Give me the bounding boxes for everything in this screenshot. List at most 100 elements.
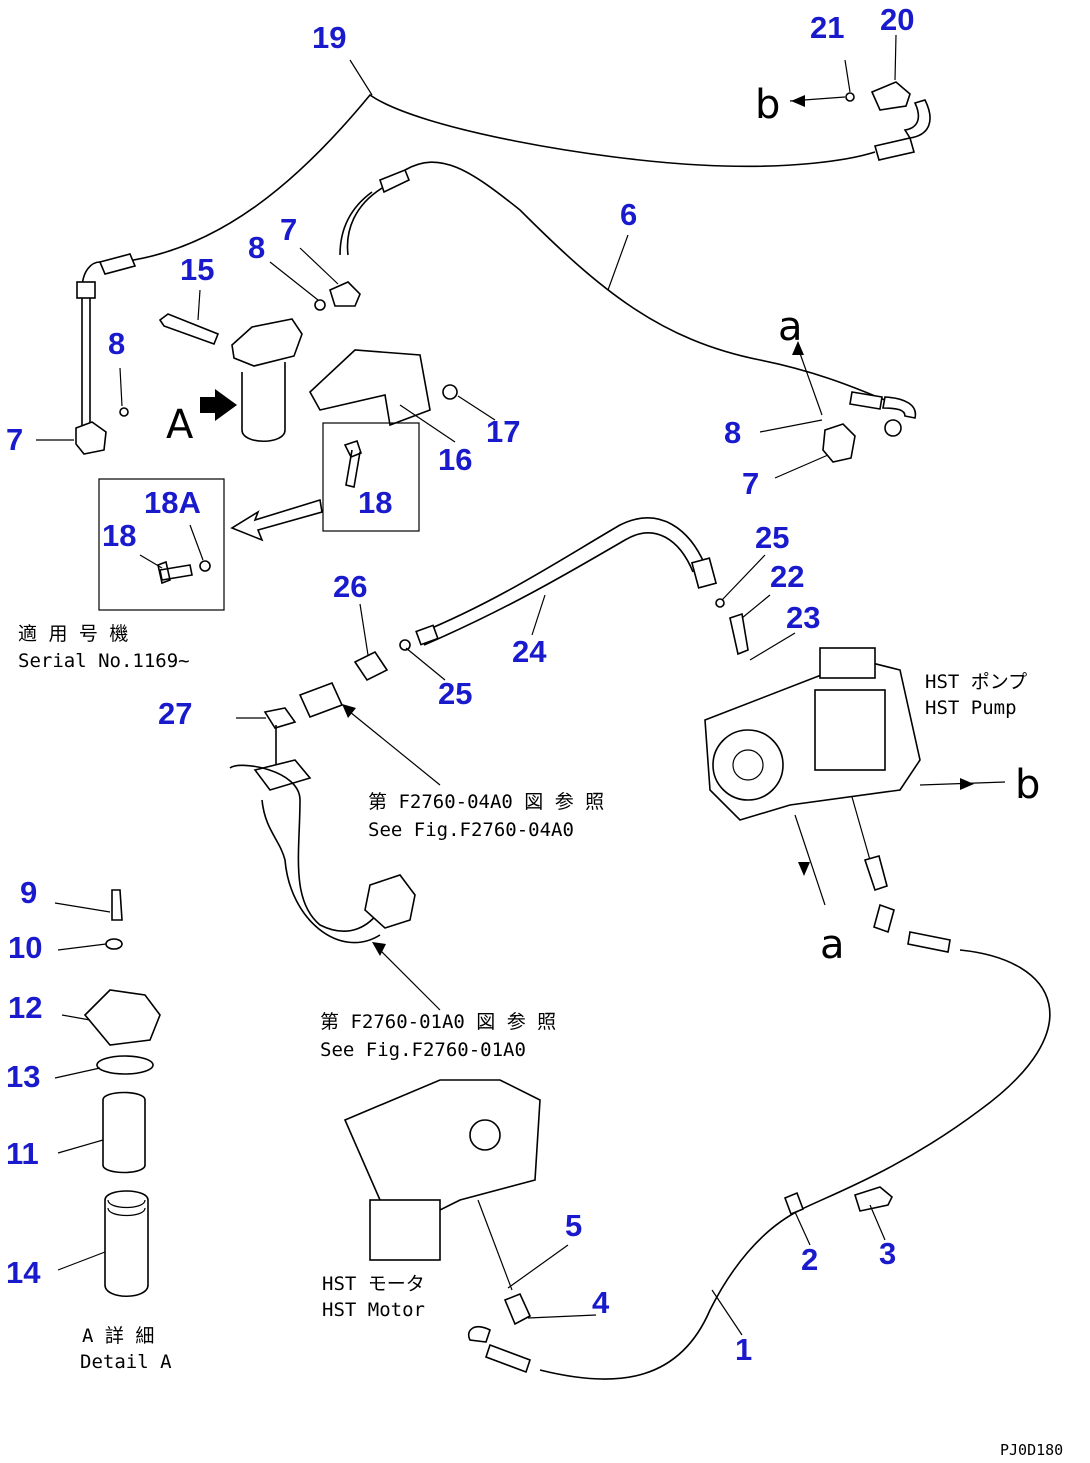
fig-ref2-en: See Fig.F2760-01A0 [320, 1039, 526, 1061]
callout-15: 15 [180, 252, 214, 287]
arrowhead-ref2 [372, 942, 386, 956]
bracket-16 [308, 349, 431, 427]
hose-1-elbow-top [873, 903, 895, 934]
leader-21 [844, 59, 851, 93]
leader-20 [894, 34, 897, 81]
serial-label-jp: 適 用 号 機 [18, 623, 128, 645]
leader-23 [749, 632, 796, 661]
callout-23: 23 [786, 600, 820, 635]
arrowhead-a-bottom [798, 862, 810, 876]
leader-18-detail [139, 554, 163, 569]
callout-8-c: 8 [724, 415, 741, 450]
callout-16: 16 [438, 442, 472, 477]
pipe-elbow-right [903, 99, 931, 139]
callout-21: 21 [810, 10, 844, 45]
oring-13 [96, 1055, 154, 1075]
leader-a-bottom [794, 814, 826, 906]
callout-10: 10 [8, 930, 42, 965]
box-18 [322, 422, 420, 532]
hose-1 [539, 949, 1051, 1380]
pump-valve-block [814, 689, 886, 771]
plug-9 [111, 889, 123, 921]
fitting-27 [263, 707, 297, 729]
leader-8c [759, 419, 823, 433]
motor-lower-block [369, 1199, 441, 1261]
marker-a-bottom: a [820, 922, 845, 968]
fitting-26 [353, 650, 389, 682]
filter-head [231, 318, 303, 367]
oring-25-upper [715, 598, 725, 608]
arrow-view-A [200, 389, 237, 421]
fitting-8-top [314, 299, 326, 311]
case-14-rings [107, 1199, 146, 1217]
callout-25-a: 25 [755, 520, 789, 555]
hose-19-fitting-left [98, 253, 137, 275]
leader-ref1 [349, 711, 441, 786]
notes: 適 用 号 機 Serial No.1169~ 第 F2760-04A0 図 参… [18, 623, 1063, 1459]
hose-1-elbow-bottom [468, 1325, 491, 1343]
hose-19-fitting-right [873, 137, 916, 161]
oring-25-lower [399, 639, 411, 651]
leader-2 [794, 1211, 811, 1246]
callout-numbers: 19 21 20 6 8 7 15 8 7 17 16 8 7 18A 18 1… [6, 2, 914, 1367]
fitting-20 [870, 81, 911, 111]
bolt-3 [853, 1186, 893, 1212]
pipe-right-elbow [882, 396, 917, 419]
serial-label-en: Serial No.1169~ [18, 650, 190, 672]
bolt-18-detail [157, 560, 193, 585]
marker-b-right: b [1015, 762, 1040, 808]
motor-body [343, 1079, 541, 1221]
callout-7-b: 7 [6, 422, 23, 457]
fig-ref2-jp: 第 F2760-01A0 図 参 照 [320, 1011, 556, 1033]
callout-5: 5 [565, 1208, 582, 1243]
pump-label-en: HST Pump [925, 697, 1017, 719]
center-fittings [229, 639, 416, 944]
box-18A [98, 478, 225, 611]
pump-label-jp: HST ポンプ [925, 671, 1027, 693]
fitting-left-top [76, 281, 96, 299]
fitting-7-right [822, 423, 856, 463]
hose-24 [419, 517, 706, 646]
hose-1-fitting-top [907, 931, 951, 953]
hose-6 [404, 161, 886, 401]
washer-10 [105, 938, 123, 950]
callout-17: 17 [486, 414, 520, 449]
pump-port-lower [863, 855, 888, 892]
leader-19 [349, 59, 373, 96]
callout-24: 24 [512, 634, 547, 669]
leader-7b [299, 247, 339, 285]
filter-element [241, 362, 286, 442]
hose-6-fitting-top [379, 168, 411, 194]
pump-flange-inner [732, 749, 764, 781]
callout-4: 4 [592, 1285, 610, 1320]
clamp-2 [783, 1191, 805, 1216]
large-tube [229, 764, 381, 944]
marker-view-A: A [166, 402, 194, 448]
leader-6 [607, 234, 629, 291]
fitting-right-nut [884, 419, 902, 437]
callout-27: 27 [158, 696, 192, 731]
pipe-left-vertical [81, 290, 91, 425]
callout-12: 12 [8, 990, 42, 1025]
leader-5 [507, 1244, 569, 1289]
leader-22 [741, 594, 771, 619]
callout-1: 1 [735, 1332, 752, 1367]
hst-motor [343, 1079, 893, 1326]
pump-lower-pipe [849, 789, 871, 861]
element-11 [102, 1091, 146, 1174]
oring-21 [845, 92, 855, 102]
callout-18-box: 18 [358, 485, 392, 520]
leader-14 [57, 1251, 106, 1271]
leader-13 [54, 1067, 101, 1079]
callout-26: 26 [333, 569, 367, 604]
fitting-7-top [329, 281, 361, 307]
leader-26 [359, 603, 369, 656]
leader-a-top [796, 344, 823, 416]
hose-24-end-right [690, 557, 718, 589]
hose-1-fitting-bottom [484, 1343, 532, 1374]
detail-a-parts [83, 889, 161, 1297]
bolt-15 [158, 313, 220, 346]
pump-valve-top [819, 647, 876, 679]
hst-pump [704, 598, 921, 892]
